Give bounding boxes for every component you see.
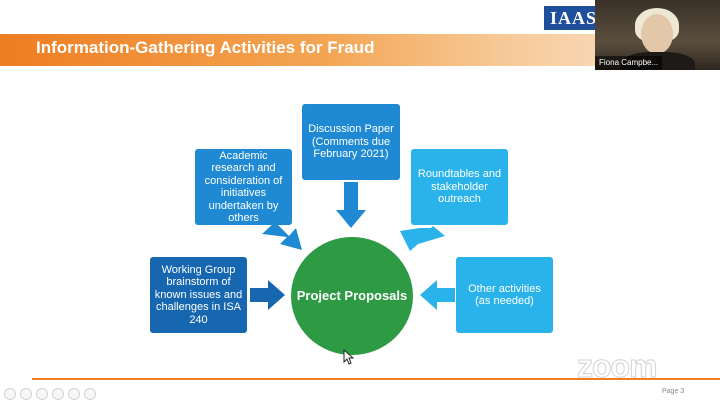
zoom-in-icon[interactable]: [68, 388, 80, 400]
box-discussion-paper: Discussion Paper (Comments due February …: [302, 104, 400, 180]
arrow-upper-left: [262, 222, 302, 250]
box-academic-research: Academic research and consideration of i…: [195, 149, 292, 225]
pen-icon[interactable]: [36, 388, 48, 400]
zoom-watermark: zoom: [577, 348, 659, 385]
arrow-right: [420, 280, 455, 310]
box-working-group: Working Group brainstorm of known issues…: [150, 257, 247, 333]
center-project-proposals: Project Proposals: [291, 237, 413, 355]
forward-icon[interactable]: [20, 388, 32, 400]
arrow-left: [250, 280, 285, 310]
participant-name: Fiona Campbe...: [595, 56, 663, 70]
organization-logo: IAAS: [544, 6, 596, 30]
arrow-top: [336, 182, 366, 228]
slide-title: Information-Gathering Activities for Fra…: [36, 38, 375, 57]
box-roundtables: Roundtables and stakeholder outreach: [411, 149, 508, 225]
page-number: Page 3: [662, 388, 685, 395]
box-other-activities: Other activities (as needed): [456, 257, 553, 333]
more-icon[interactable]: [84, 388, 96, 400]
copy-icon[interactable]: [52, 388, 64, 400]
back-icon[interactable]: [4, 388, 16, 400]
participant-video-tile[interactable]: Fiona Campbe...: [595, 0, 720, 70]
annotation-toolbar: [4, 388, 96, 400]
arrow-upper-right: [400, 226, 445, 251]
mouse-cursor-icon: [343, 349, 355, 365]
bottom-divider: [32, 378, 720, 380]
